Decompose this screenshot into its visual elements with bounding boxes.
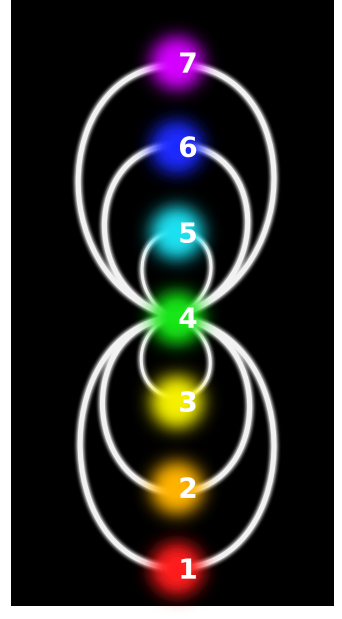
chakra-loop-diagram: 7 6 5 4 3 2 1	[11, 0, 334, 606]
node-6-label: 6	[178, 131, 197, 164]
node-3-label: 3	[178, 386, 197, 419]
node-2-label: 2	[178, 472, 197, 505]
node-7-label: 7	[178, 47, 197, 80]
node-5-label: 5	[178, 217, 197, 250]
node-4-label: 4	[178, 302, 197, 335]
node-1-label: 1	[178, 553, 197, 586]
